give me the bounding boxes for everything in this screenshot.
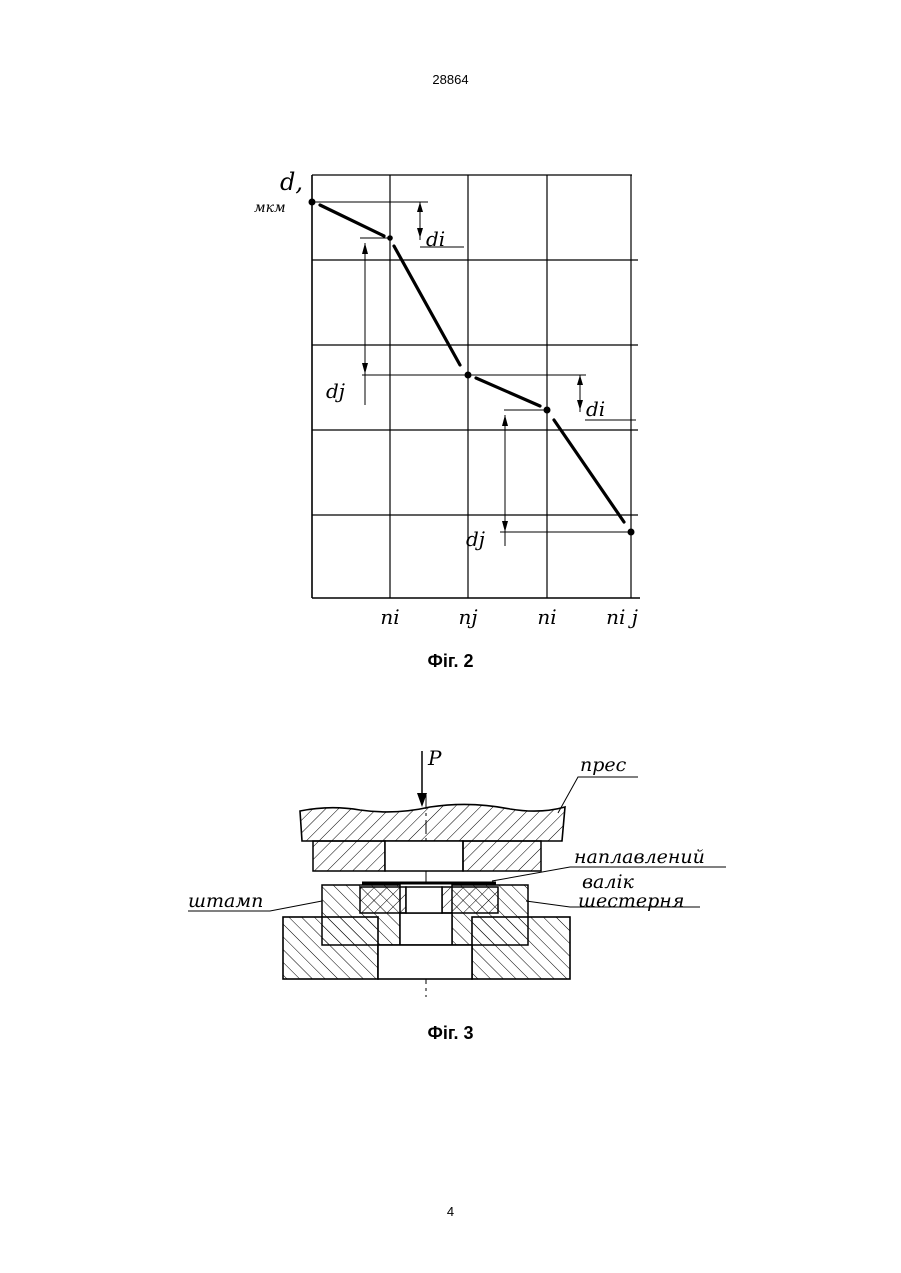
label-press: прес [580, 754, 627, 776]
data-points [309, 199, 635, 536]
dimension-arrows [362, 202, 583, 532]
press-plate [300, 804, 565, 841]
figure-2-caption: Фіг. 2 [0, 651, 901, 672]
annotation-dj-lower: dj [466, 527, 485, 551]
base-center-gap [378, 945, 472, 979]
figure-3-press-diagram: P прес наплавлений валік штамп шестерня [170, 735, 730, 1005]
label-stamp: штамп [188, 890, 263, 912]
annotation-dj-left: dj [326, 379, 345, 403]
base-left [283, 917, 378, 979]
stamp-center-gap [400, 913, 452, 945]
figure-2-graph: d, мкм di dj di dj ni nj ni ni j [250, 150, 650, 640]
base-right [472, 917, 570, 979]
upper-die-gap [385, 841, 463, 871]
label-weld-roller: наплавлений [574, 846, 705, 868]
x-tick-label: ni j [606, 605, 638, 629]
y-axis-unit: мкм [254, 200, 286, 216]
label-gear: шестерня [578, 890, 684, 912]
annotation-di-upper: di [426, 227, 445, 251]
page-number: 4 [0, 1204, 901, 1219]
upper-die-left [313, 841, 385, 871]
x-tick-label: ni [380, 605, 399, 629]
x-tick-label: ni [537, 605, 556, 629]
upper-die-right [463, 841, 541, 871]
force-label: P [427, 746, 442, 770]
x-tick-label: nj [458, 605, 477, 629]
y-axis-label: d, [280, 168, 303, 196]
gear-center-gap [406, 887, 442, 913]
gear-right [442, 887, 498, 913]
patent-number: 28864 [0, 72, 901, 87]
figure-3-caption: Фіг. 3 [0, 1023, 901, 1044]
dimension-lines [312, 202, 636, 546]
gear-left [360, 887, 406, 913]
annotation-di-right: di [586, 397, 605, 421]
